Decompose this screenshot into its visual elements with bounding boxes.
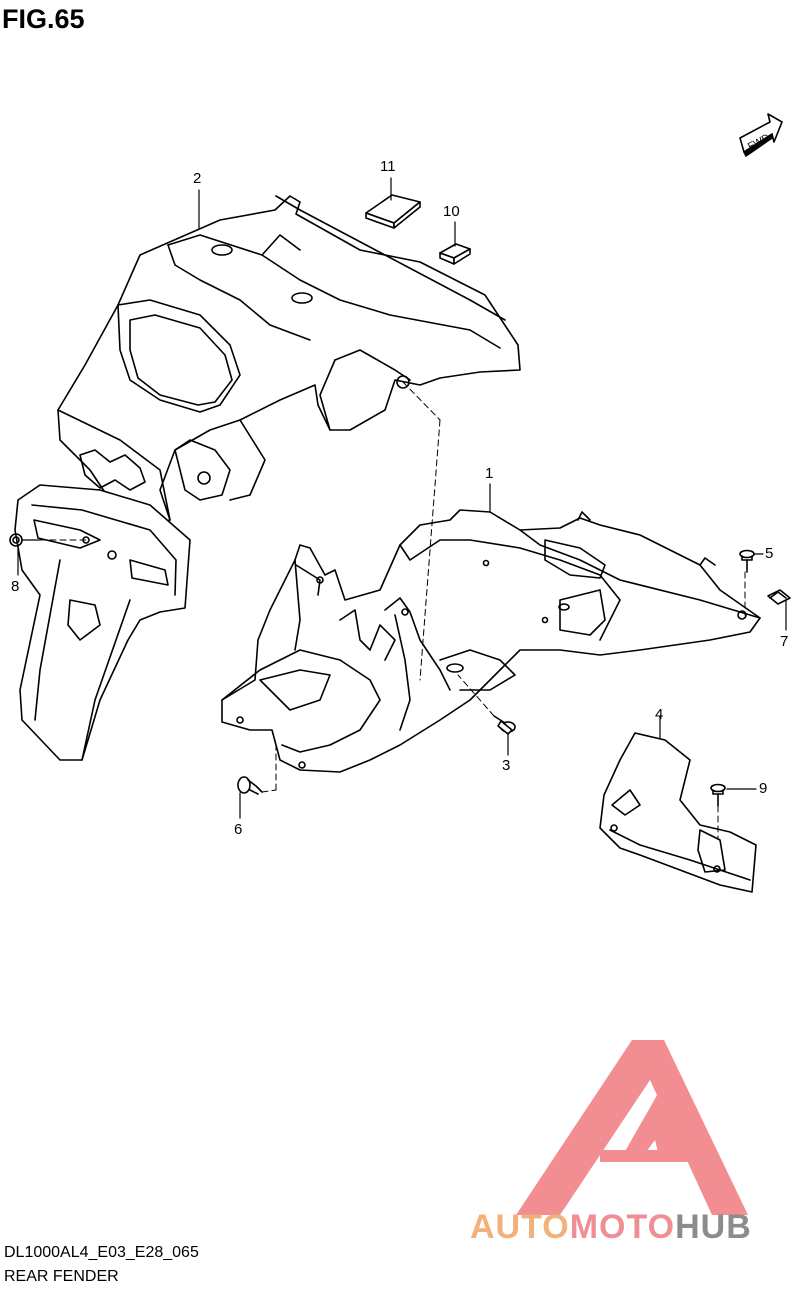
part-2-tail-cover [57, 195, 521, 526]
part-3-bolt [493, 715, 516, 735]
callout-8: 8 [11, 578, 20, 595]
watermark-auto: AUTO [470, 1208, 570, 1246]
watermark-moto: MOTO [569, 1208, 676, 1246]
watermark-text: AUTOMOTOHUB [470, 1208, 752, 1247]
callout-9: 9 [759, 780, 768, 797]
callout-1: 1 [485, 465, 494, 482]
callout-11: 11 [380, 158, 396, 175]
watermark-logo-icon [516, 1040, 748, 1215]
part-4-cover [599, 732, 757, 893]
part-10-pad [439, 243, 471, 265]
fwd-arrow-icon: FWD [739, 113, 783, 157]
assembly-lines [39, 381, 746, 839]
part-11-pad [365, 194, 421, 229]
leader-lines [17, 177, 787, 819]
callout-7: 7 [780, 633, 789, 650]
callout-10: 10 [443, 203, 460, 220]
part-9-screw [710, 783, 726, 807]
figure-name: REAR FENDER [4, 1268, 119, 1285]
callout-3: 3 [502, 757, 511, 774]
part-8-license-bracket [9, 484, 191, 761]
part-6-screw [237, 776, 263, 795]
figure-code: DL1000AL4_E03_E28_065 [4, 1244, 199, 1261]
part-1-inner-fender [221, 509, 761, 773]
part-7-nut [767, 589, 791, 605]
callout-2: 2 [193, 170, 202, 187]
callout-4: 4 [655, 706, 664, 723]
callout-5: 5 [765, 545, 774, 562]
figure-title: FIG.65 [2, 4, 85, 34]
callout-6: 6 [234, 821, 243, 838]
part-5-screw [739, 549, 755, 573]
watermark-hub: HUB [675, 1208, 752, 1246]
